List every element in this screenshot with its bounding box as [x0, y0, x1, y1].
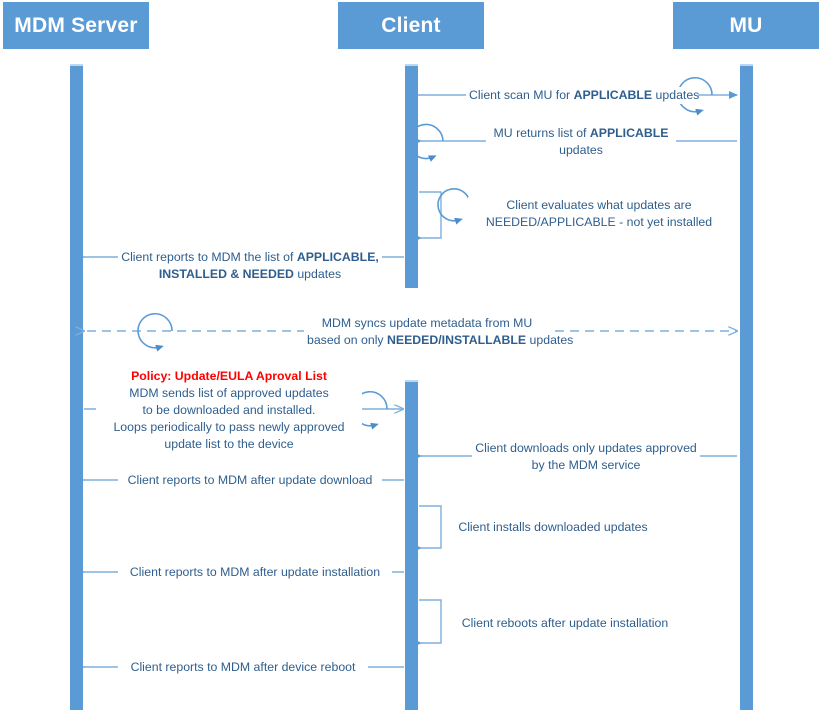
message-m9-self-box [413, 505, 442, 552]
lane-header-client-label: Client [381, 13, 441, 37]
message-m11-self-box [413, 599, 442, 647]
lifeline-client-lower [405, 382, 418, 710]
m4-text: Client reports to MDM the list of APPLIC… [121, 250, 379, 281]
lane-header-client: Client [338, 2, 484, 49]
lifeline-cap-mu [740, 64, 753, 67]
lifeline-cap-client-lower [405, 380, 418, 383]
message-label-m11: Client reboots after update installation [456, 615, 674, 632]
lifeline-cap-mdm [70, 64, 83, 67]
m12-text: Client reports to MDM after device reboo… [130, 660, 356, 674]
lane-header-mdm: MDM Server [3, 2, 149, 49]
message-label-m10: Client reports to MDM after update insta… [118, 564, 392, 581]
m11-text: Client reboots after update installation [461, 616, 669, 630]
lifeline-cap-client-top [405, 64, 418, 67]
m10-text: Client reports to MDM after update insta… [129, 565, 381, 579]
message-label-m4: Client reports to MDM the list of APPLIC… [118, 249, 382, 283]
message-m3-self-box [413, 188, 471, 242]
m1-text: Client scan MU for APPLICABLE updates [469, 88, 700, 102]
lane-header-mu-label: MU [729, 13, 763, 37]
m8-text: Client reports to MDM after update downl… [127, 473, 373, 487]
lane-header-mdm-label: MDM Server [14, 13, 138, 37]
m9-text: Client installs downloaded updates [458, 520, 648, 534]
lifeline-client-upper [405, 66, 418, 288]
lane-header-mu: MU [673, 2, 819, 49]
lifeline-mdm [70, 66, 83, 710]
message-label-m9: Client installs downloaded updates [450, 519, 656, 536]
message-label-m8: Client reports to MDM after update downl… [118, 472, 382, 489]
message-label-m12: Client reports to MDM after device reboo… [118, 659, 368, 676]
lifeline-mu [740, 66, 753, 710]
message-label-m1: Client scan MU for APPLICABLE updates [466, 87, 700, 104]
